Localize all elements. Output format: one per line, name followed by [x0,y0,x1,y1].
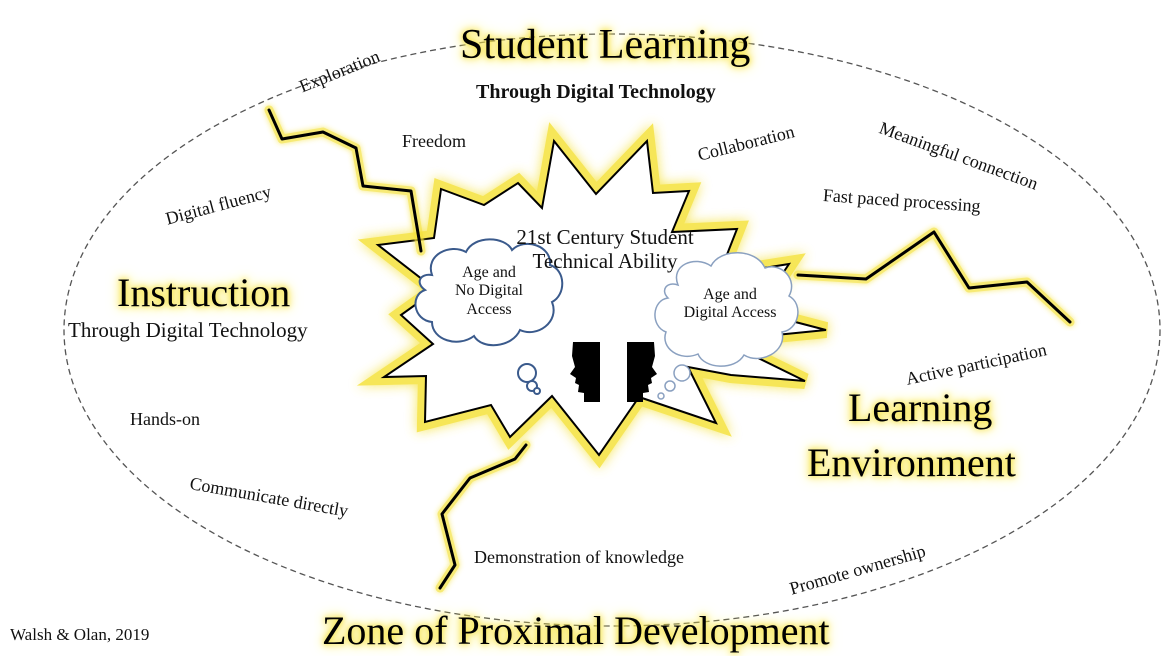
face-silhouettes [570,342,657,402]
lightning-lines [264,105,1075,593]
instruction-title: Instruction [117,270,291,315]
concept-hands-on: Hands-on [130,409,200,429]
thought-cloud-left [414,238,564,395]
center-title-line2: Technical Ability [532,249,678,274]
center-title-line1: 21st Century Student [516,225,694,249]
thought-cloud-right [654,252,799,400]
instruction-subtitle: Through Digital Technology [68,318,308,342]
environment-title-line1: Learning [848,385,993,430]
concept-freedom: Freedom [402,131,466,151]
face-right [627,342,657,402]
thought-right-line1: Age and [703,286,757,303]
thought-left-line3: Access [466,300,512,318]
zone-ellipse [63,33,1161,627]
citation: Walsh & Olan, 2019 [10,625,150,644]
thought-left-line1: Age and [462,264,516,281]
concept-demonstration: Demonstration of knowledge [474,547,684,567]
bottom-title: Zone of Proximal Development [322,608,830,653]
environment-title-line2: Environment [807,440,1016,485]
thought-left-text: Age and No Digital Access [434,264,544,319]
starburst [375,138,827,457]
thought-right-text: Age and Digital Access [670,286,790,323]
thought-left-line2: No Digital [455,282,523,300]
main-title: Student Learning [460,22,751,68]
face-left [570,342,600,402]
main-subtitle: Through Digital Technology [476,81,716,103]
thought-right-line2: Digital Access [683,304,777,322]
center-title: 21st Century Student Technical Ability [480,225,730,273]
